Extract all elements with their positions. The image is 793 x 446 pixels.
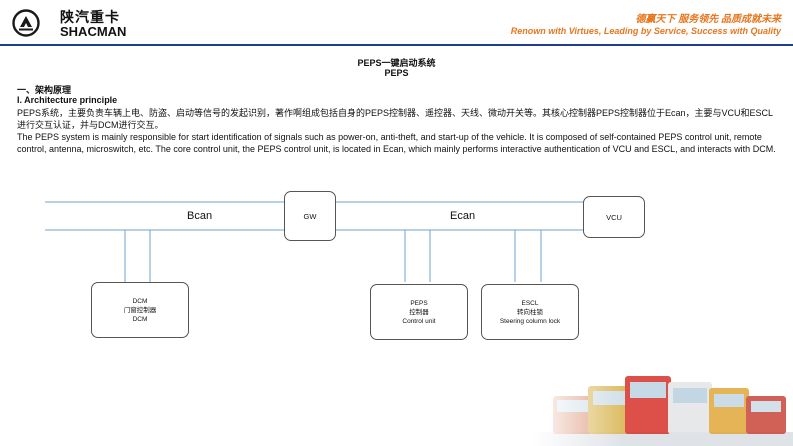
header-divider <box>0 44 793 46</box>
escl-label-1: ESCL <box>522 299 539 308</box>
escl-node: ESCL 转向柱锁 Steering column lock <box>481 284 579 340</box>
brand-name-en: SHACMAN <box>60 24 126 39</box>
shacman-logo-icon <box>12 9 40 37</box>
escl-label-2: 转向柱锁 <box>517 308 543 317</box>
peps-label-2: 控制器 <box>409 308 429 317</box>
vcu-label: VCU <box>606 213 622 222</box>
peps-label-3: Control unit <box>402 317 435 326</box>
gw-label: GW <box>304 212 317 221</box>
document-title-en: PEPS <box>0 68 793 78</box>
page-header: 陕汽重卡 SHACMAN 德赢天下 服务领先 品质成就未来 Renown wit… <box>0 0 793 44</box>
architecture-diagram: Bcan Ecan GW VCU DCM 门窗控制器 DCM PEPS 控制器 … <box>0 185 793 355</box>
vcu-node: VCU <box>583 196 645 238</box>
dcm-label-1: DCM <box>133 297 148 306</box>
dcm-label-2: 门窗控制器 <box>124 306 157 315</box>
ecan-label: Ecan <box>450 210 475 222</box>
dcm-label-3: DCM <box>133 315 148 324</box>
slogan-en: Renown with Virtues, Leading by Service,… <box>511 26 781 36</box>
section-heading-en: I. Architecture principle <box>17 95 117 105</box>
truck-fleet-image <box>533 366 793 446</box>
peps-label-1: PEPS <box>410 299 427 308</box>
bcan-label: Bcan <box>187 210 212 222</box>
slogan-cn: 德赢天下 服务领先 品质成就未来 <box>635 10 781 25</box>
gw-node: GW <box>284 191 336 241</box>
paragraph-en: The PEPS system is mainly responsible fo… <box>17 131 777 155</box>
dcm-node: DCM 门窗控制器 DCM <box>91 282 189 338</box>
paragraph-cn: PEPS系统，主要负责车辆上电、防盗、启动等信号的发起识别，著作啊组成包括自身的… <box>17 107 777 131</box>
peps-node: PEPS 控制器 Control unit <box>370 284 468 340</box>
escl-label-3: Steering column lock <box>500 317 560 326</box>
